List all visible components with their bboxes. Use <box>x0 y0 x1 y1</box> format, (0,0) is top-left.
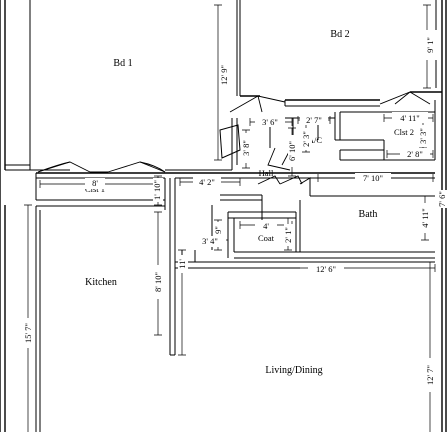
dim-bath-height: 4' 11" <box>420 208 430 228</box>
dim-bd2-height: 9' 1" <box>425 37 435 53</box>
room-label-bd1: Bd 1 <box>113 58 132 69</box>
dim-hall-entry: 4' 2" <box>199 177 215 187</box>
bd2-door <box>229 91 431 113</box>
dim-coat-height: 2' 1" <box>283 227 293 243</box>
bath-coat <box>220 175 435 259</box>
room-label-clst2: Clst 2 <box>394 127 414 137</box>
dim-clst1-width: 8' <box>92 178 98 188</box>
dim-ac-height-small: 2' 3" <box>301 131 311 147</box>
dim-clst2-height: 3' 3" <box>418 128 428 144</box>
room-label-bd2: Bd 2 <box>330 29 349 40</box>
room-label-kitchen: Kitchen <box>85 277 117 288</box>
dim-coat-height-left: 2' 9" <box>213 226 223 242</box>
dim-kitchen-height: 8' 10" <box>153 272 163 292</box>
room-label-living-dining: Living/Dining <box>265 365 322 376</box>
dim-coat-entry: 3' 4" <box>202 236 218 246</box>
dim-clst1-height: 1' 10" <box>152 180 162 200</box>
dim-hall-vertical: 6' 10" <box>287 141 297 161</box>
dim-ac-width: 2' 7" <box>306 115 322 125</box>
dim-coat-width: 4' <box>263 221 269 231</box>
dim-ac-height: 3' 8" <box>241 140 251 156</box>
dim-hall-width-top: 3' 6" <box>262 117 278 127</box>
room-label-bath: Bath <box>359 209 378 220</box>
dim-clst2-depth: 2' 8" <box>407 149 423 159</box>
dim-living-height: 12' 7" <box>425 365 435 385</box>
kitchen-living <box>170 205 435 356</box>
dim-left-total: 15' 7" <box>23 323 33 343</box>
room-label-coat: Coat <box>258 233 275 243</box>
dim-right-edge: 7' 6" <box>437 191 447 207</box>
room-label-ac: A/C <box>308 135 323 145</box>
dimension-labels: 12' 9" 9' 1" 3' 6" 2' 7" 4' 11" 3' 8" 2'… <box>23 30 447 392</box>
dim-kitchen-side: 11' <box>177 259 187 269</box>
bedrooms <box>5 91 442 171</box>
bd1-door-arcs <box>37 161 166 173</box>
room-label-hall: Hall <box>259 168 274 178</box>
dim-living-width: 12' 6" <box>316 264 336 274</box>
dim-bath-width: 7' 10" <box>363 173 383 183</box>
dim-bd1-height: 12' 9" <box>219 65 229 85</box>
dim-clst2-width: 4' 11" <box>400 113 420 123</box>
